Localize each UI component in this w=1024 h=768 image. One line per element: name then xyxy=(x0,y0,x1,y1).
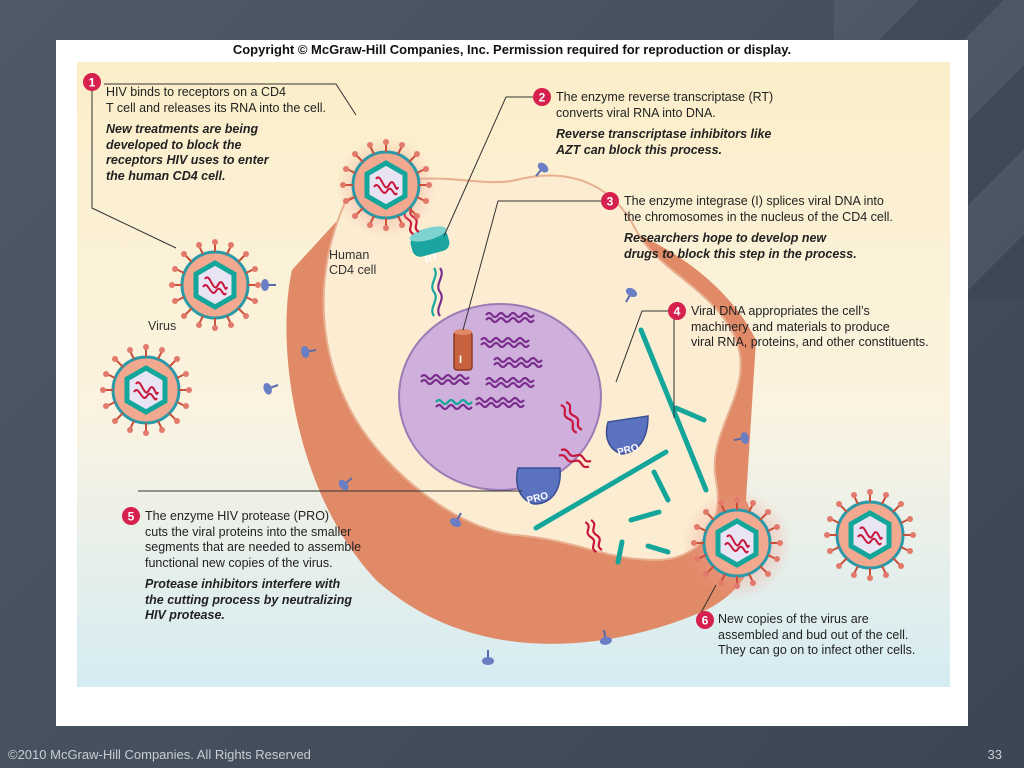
step-4-text: Viral DNA appropriates the cell’s machin… xyxy=(691,304,929,349)
svg-text:2: 2 xyxy=(539,91,546,105)
svg-text:6: 6 xyxy=(702,614,709,628)
virus-free xyxy=(100,344,192,436)
footer-copyright: ©2010 McGraw-Hill Companies. All Rights … xyxy=(8,747,311,762)
nucleus xyxy=(398,303,602,491)
virus-label: Virus xyxy=(148,319,177,333)
step-3-text: The enzyme integrase (I) splices viral D… xyxy=(624,194,893,261)
svg-text:1: 1 xyxy=(89,76,96,90)
hiv-lifecycle-diagram: 1 2 3 4 5 6 RT I PRO PRO xyxy=(77,62,950,687)
step-badge-3: 3 xyxy=(601,192,619,210)
protease-enzyme-b xyxy=(516,467,561,505)
virus-free xyxy=(169,239,261,331)
step-badge-4: 4 xyxy=(668,302,686,320)
virus-budding xyxy=(691,497,783,589)
viral-proteins xyxy=(533,327,709,565)
step-badge-1: 1 xyxy=(83,73,101,91)
step-1-text: HIV binds to receptors on a CD4 T cell a… xyxy=(106,85,327,183)
reverse-transcriptase-enzyme xyxy=(409,226,450,257)
protease-enzyme-a xyxy=(605,415,649,455)
step-badge-2: 2 xyxy=(533,88,551,106)
copyright-header: Copyright © McGraw-Hill Companies, Inc. … xyxy=(232,42,792,57)
svg-text:3: 3 xyxy=(607,195,614,209)
slide-canvas: Copyright © McGraw-Hill Companies, Inc. … xyxy=(56,40,968,726)
page-number: 33 xyxy=(987,747,1002,762)
viral-dna-integrated xyxy=(435,398,473,411)
rt-label: RT xyxy=(424,252,440,266)
step-2-text: The enzyme reverse transcriptase (RT) co… xyxy=(556,90,774,157)
cell-label: Human CD4 cell xyxy=(329,248,377,277)
svg-text:5: 5 xyxy=(128,510,135,524)
step-badge-5: 5 xyxy=(122,507,140,525)
integrase-label: I xyxy=(459,354,462,366)
virus-new xyxy=(824,489,916,581)
virus-binding xyxy=(340,139,432,231)
step-5-text: The enzyme HIV protease (PRO) cuts the v… xyxy=(145,509,362,622)
integrase-enzyme xyxy=(453,331,473,371)
svg-text:4: 4 xyxy=(674,305,681,319)
step-badge-6: 6 xyxy=(696,611,714,629)
step-6-text: New copies of the virus are assembled an… xyxy=(718,612,916,657)
protease-label-a: PRO xyxy=(616,442,640,458)
protease-label-b: PRO xyxy=(526,490,550,506)
